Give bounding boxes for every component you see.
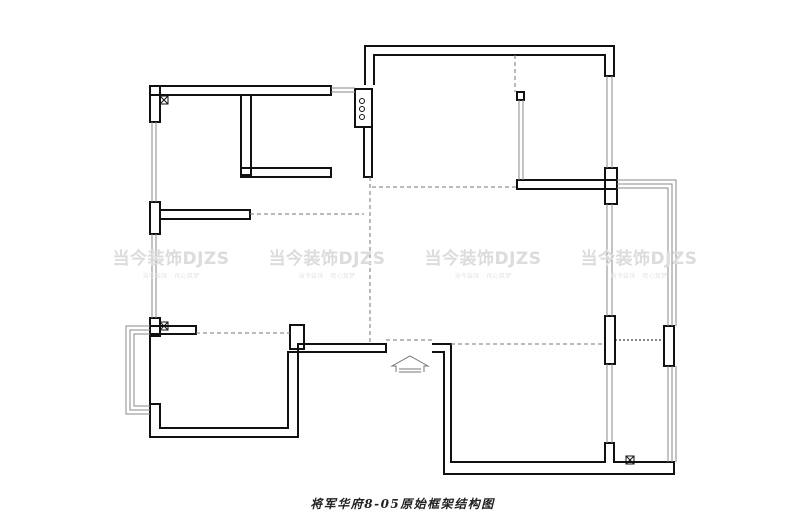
wall-segment [149,85,332,96]
wall-segment [604,315,616,365]
wall-segment [604,167,618,205]
watermark: 当今装饰DJZS 当今装饰 · 用心筑梦 [252,248,402,284]
wall-segment [149,201,161,235]
wall-segment [516,91,525,101]
entrance-arrow-icon [390,355,430,373]
watermark-tagline: 当今装饰 · 用心筑梦 [142,273,200,280]
wall-segment [149,336,387,438]
wall-segment [432,343,675,475]
wall-segment [363,126,373,178]
wall-segment [159,209,251,220]
watermark: 当今装饰DJZS 当今装饰 · 用心筑梦 [564,248,714,284]
column-marker-icon [159,95,635,465]
wall-segment [289,324,305,350]
wall-segment [240,94,252,176]
watermark-tagline: 当今装饰 · 用心筑梦 [298,273,356,280]
watermark-brand: 当今装饰DJZS [112,249,230,269]
wall-segment [663,325,675,367]
watermark-brand: 当今装饰DJZS [580,249,698,269]
walls [149,45,675,475]
wall-segment [240,167,332,178]
watermark-brand: 当今装饰DJZS [268,249,386,269]
gas-meter-icon [359,98,365,120]
wall-segment [149,325,197,335]
watermark: 当今装饰DJZS 当今装饰 · 用心筑梦 [408,248,558,284]
wall-segment [516,179,618,190]
watermark: 当今装饰DJZS 当今装饰 · 用心筑梦 [96,248,246,284]
watermark-tagline: 当今装饰 · 用心筑梦 [454,273,512,280]
wall-segment [364,45,615,85]
dashed-lines [196,55,664,345]
plan-caption: 将军华府8-05原始框架结构图 [310,497,495,511]
wall-segment [149,85,161,123]
watermark-brand: 当今装饰DJZS [424,249,542,269]
wall-segment [354,88,373,128]
windows [125,76,677,462]
watermark-tagline: 当今装饰 · 用心筑梦 [610,273,668,280]
